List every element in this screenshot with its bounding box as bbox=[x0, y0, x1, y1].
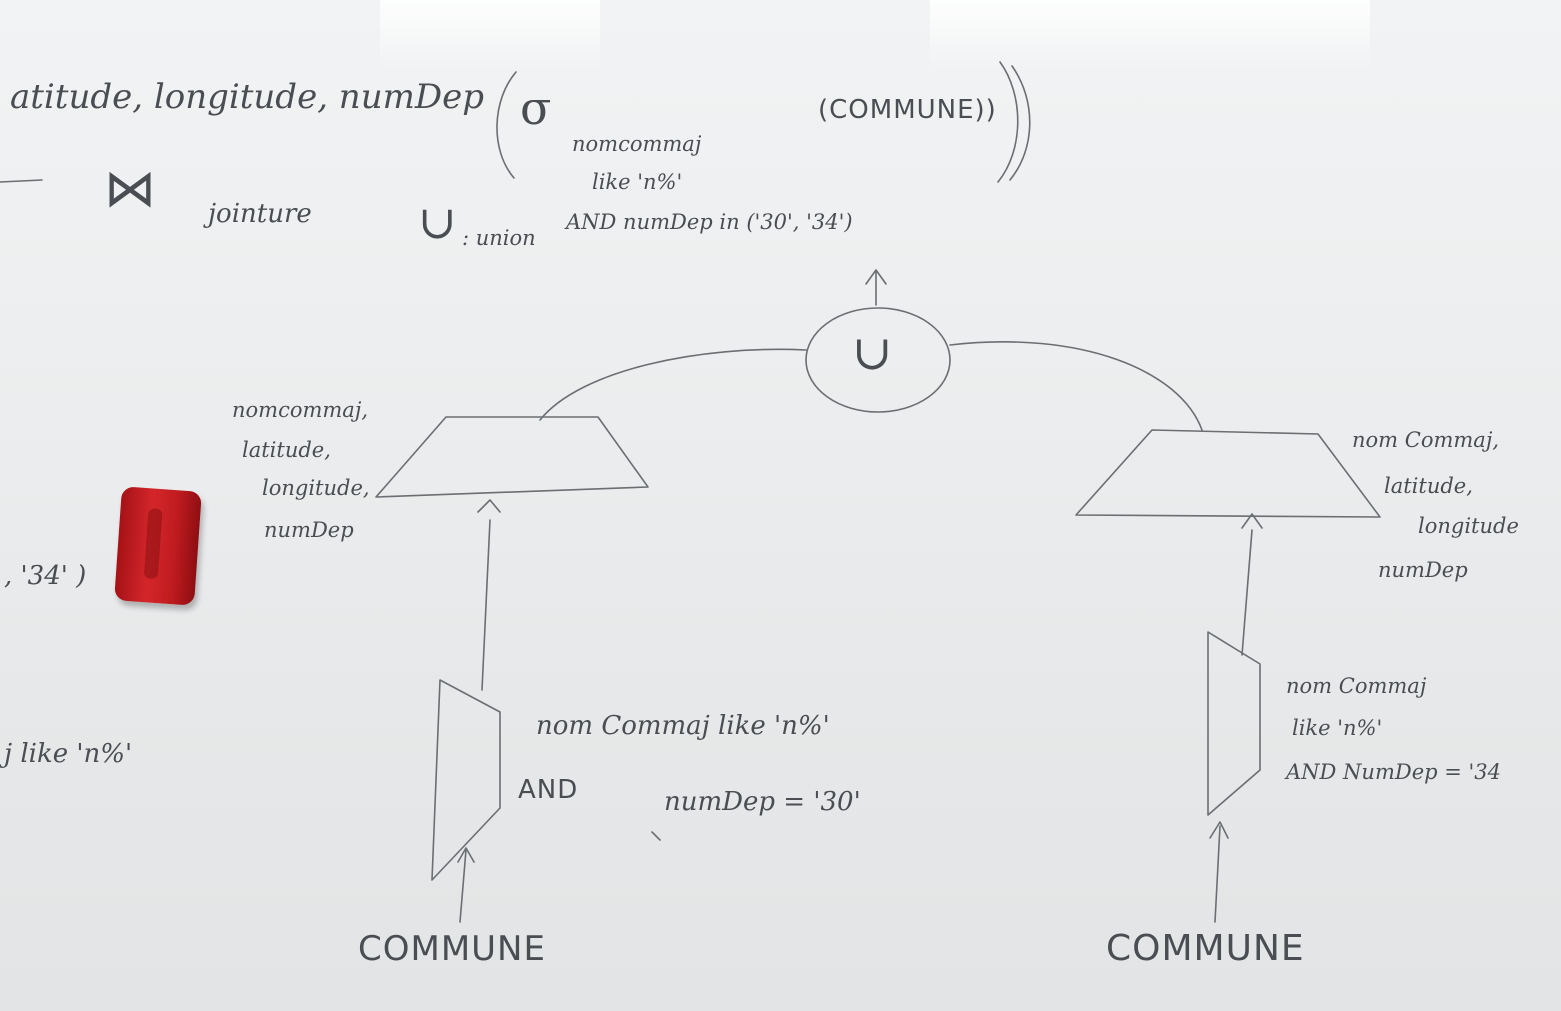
right-projection-attr: nom Commaj, bbox=[1352, 428, 1499, 452]
right-selection-condition: AND NumDep = '34 bbox=[1286, 760, 1502, 784]
light-glare bbox=[930, 0, 1370, 70]
margin-fragment-34: , '34' ) bbox=[4, 561, 87, 591]
root-ellipse bbox=[805, 307, 951, 413]
projection-attributes: atitude, longitude, numDep bbox=[10, 77, 484, 117]
right-selection-condition: nom Commaj bbox=[1286, 674, 1427, 698]
left-selection-shape bbox=[431, 679, 501, 881]
right-selection-shape bbox=[1207, 631, 1261, 816]
join-symbol: ⋈ bbox=[104, 159, 156, 219]
light-glare bbox=[380, 0, 600, 70]
union-symbol: ∪ bbox=[418, 195, 457, 249]
right-projection-attr: latitude, bbox=[1384, 474, 1473, 498]
left-projection-attr: latitude, bbox=[242, 438, 331, 462]
left-selection-condition: numDep = '30' bbox=[664, 787, 861, 817]
left-selection-condition: nom Commaj like 'n%' bbox=[536, 711, 830, 741]
right-selection-condition: like 'n%' bbox=[1292, 716, 1383, 740]
right-projection-attr: numDep bbox=[1378, 558, 1468, 582]
union-label: : union bbox=[462, 226, 536, 250]
margin-fragment-like: j like 'n%' bbox=[4, 739, 133, 769]
left-projection-shape bbox=[375, 416, 649, 498]
left-projection-attr: longitude, bbox=[262, 476, 370, 500]
sigma-symbol: σ bbox=[520, 81, 552, 135]
right-arc bbox=[949, 341, 1203, 431]
join-label: jointure bbox=[208, 199, 312, 229]
right-projection-attr: longitude bbox=[1418, 514, 1519, 538]
selection-condition-line3: AND numDep in ('30', '34') bbox=[566, 210, 853, 234]
selection-condition-line2: like 'n%' bbox=[592, 170, 683, 194]
left-leaf-relation: COMMUNE bbox=[358, 929, 546, 969]
right-leaf-relation: COMMUNE bbox=[1106, 928, 1305, 969]
top-close-paren-stroke bbox=[997, 61, 1019, 183]
left-arc bbox=[539, 348, 807, 421]
whiteboard-eraser bbox=[114, 486, 202, 606]
left-selection-condition: AND bbox=[518, 775, 579, 805]
root-union-symbol: ∪ bbox=[852, 325, 893, 381]
top-open-paren-stroke bbox=[496, 71, 517, 179]
left-projection-attr: nomcommaj, bbox=[232, 398, 369, 422]
top-relation-name: (COMMUNE)) bbox=[818, 95, 997, 125]
left-projection-attr: numDep bbox=[264, 518, 354, 542]
selection-condition-line1: nomcommaj bbox=[572, 132, 702, 156]
right-projection-shape bbox=[1075, 429, 1381, 518]
